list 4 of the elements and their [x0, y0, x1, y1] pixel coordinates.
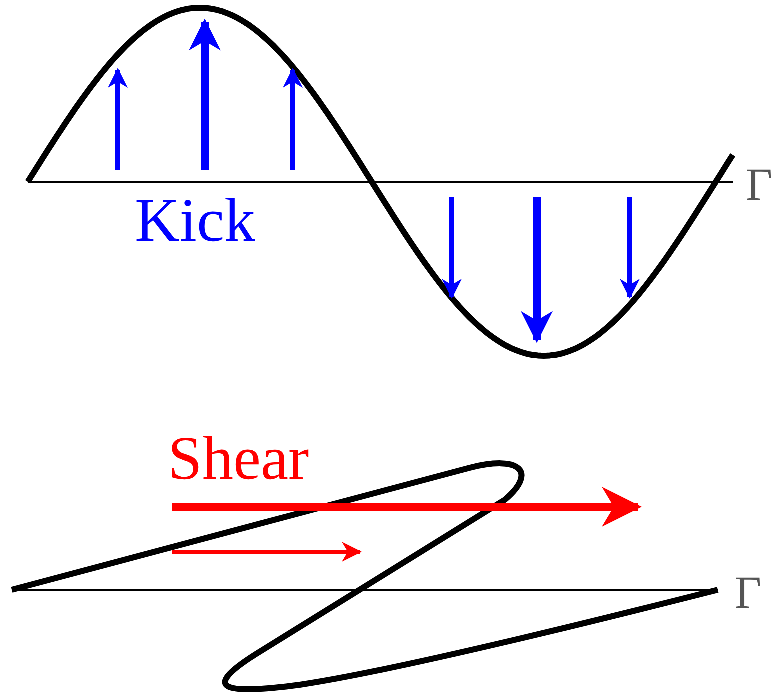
kick-label: Kick [135, 190, 256, 252]
shear-label: Shear [168, 428, 310, 490]
gamma-label: Γ [735, 570, 762, 616]
gamma-label: Γ [746, 162, 773, 208]
